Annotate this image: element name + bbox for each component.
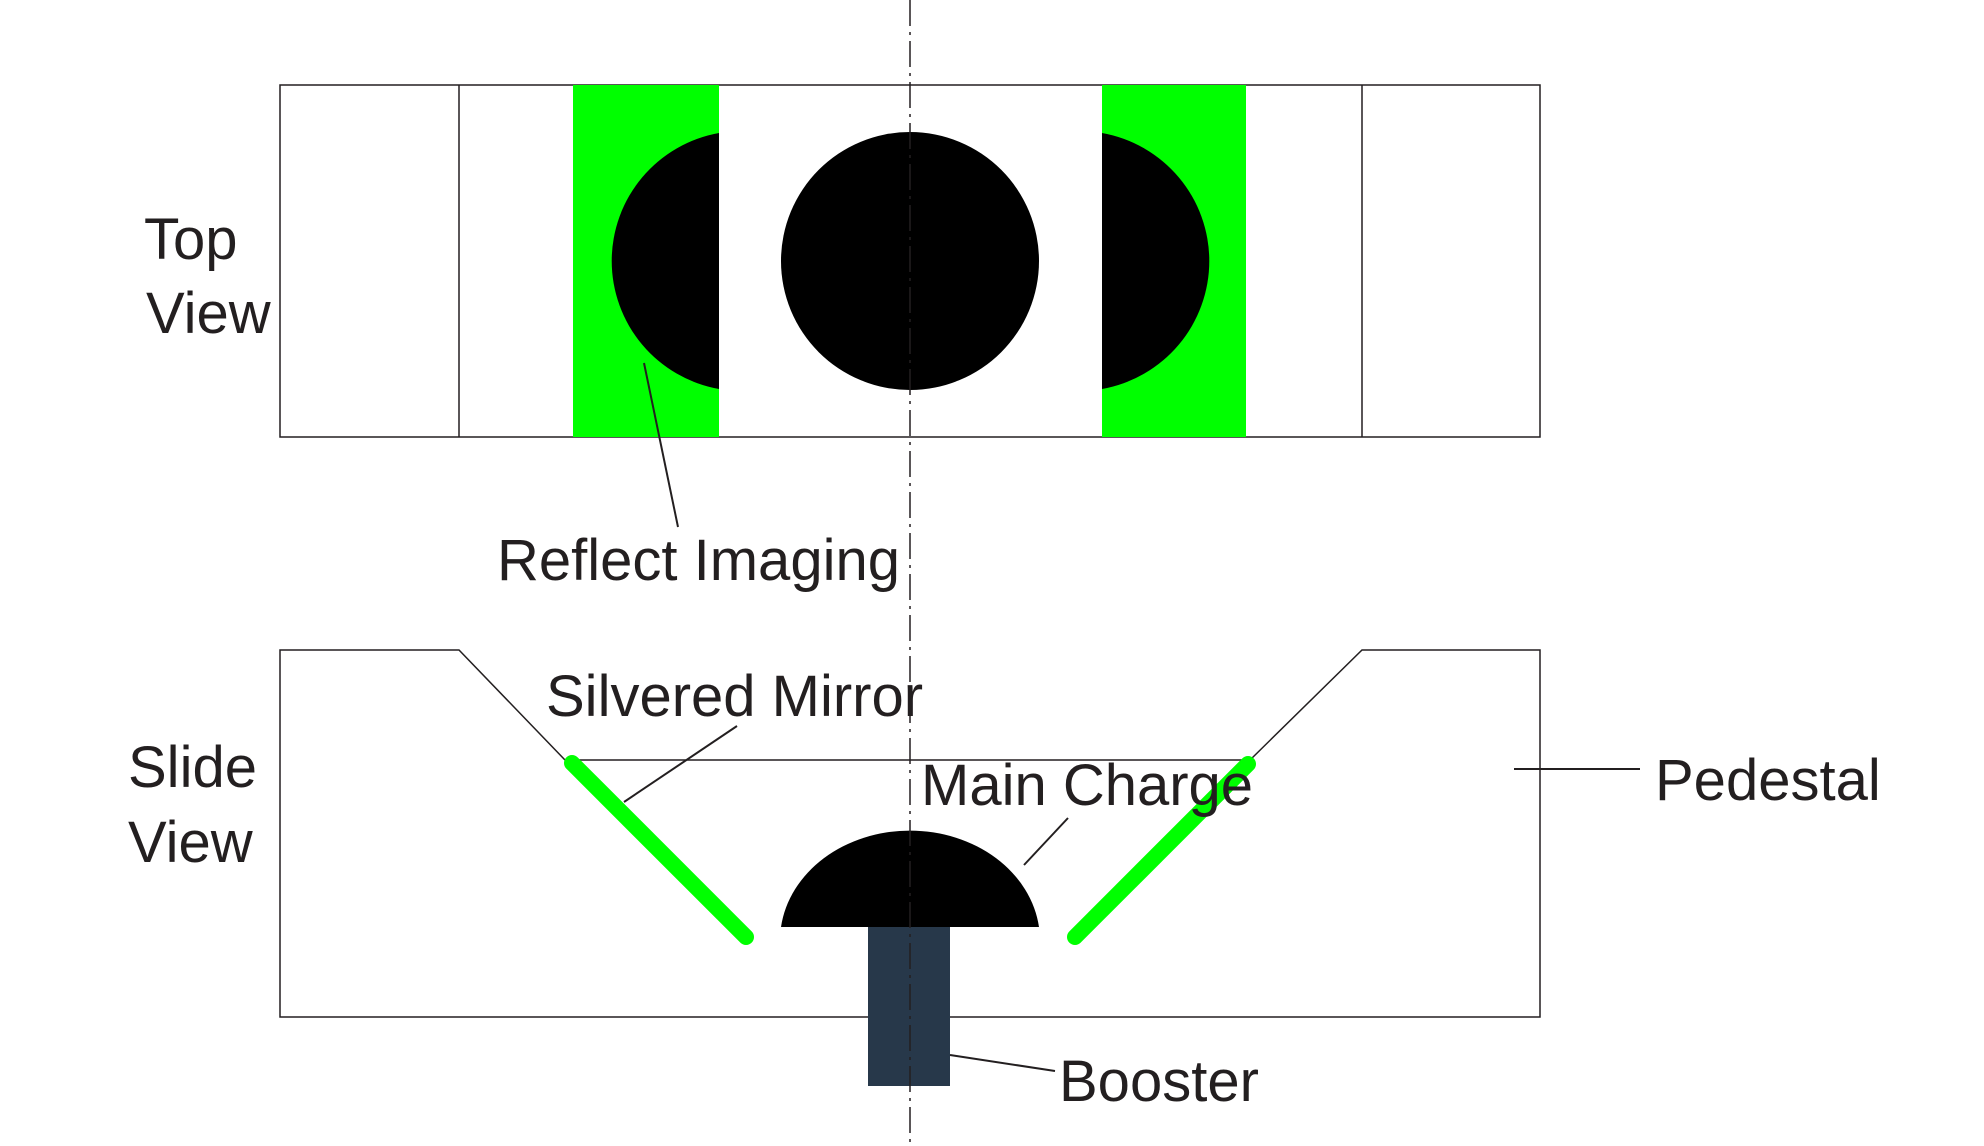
top-view-label-line2: View [146,281,272,346]
booster-body [868,925,950,1086]
reflect-imaging-label: Reflect Imaging [497,528,900,593]
booster-label: Booster [1059,1049,1259,1114]
top-view-label-line1: Top [144,207,238,272]
slide-view-label-line2: View [128,810,254,875]
reflect-imaging-leader [643,362,679,528]
mirror-right [1067,756,1256,945]
silvered-mirror-leader [623,725,738,803]
booster-leader [949,1054,1056,1072]
reflected-image-left [611,133,719,389]
labels: Top View Reflect Imaging Silvered Mirror… [128,207,1881,1114]
mirror-left [564,755,754,945]
pedestal-label: Pedestal [1655,748,1881,813]
main-charge-label: Main Charge [921,753,1253,818]
slide-view-label-line1: Slide [128,735,257,800]
main-charge-leader [1023,817,1069,866]
slide-view [279,649,1640,1086]
reflected-image-right [1102,133,1210,389]
silvered-mirror-label: Silvered Mirror [546,664,923,729]
